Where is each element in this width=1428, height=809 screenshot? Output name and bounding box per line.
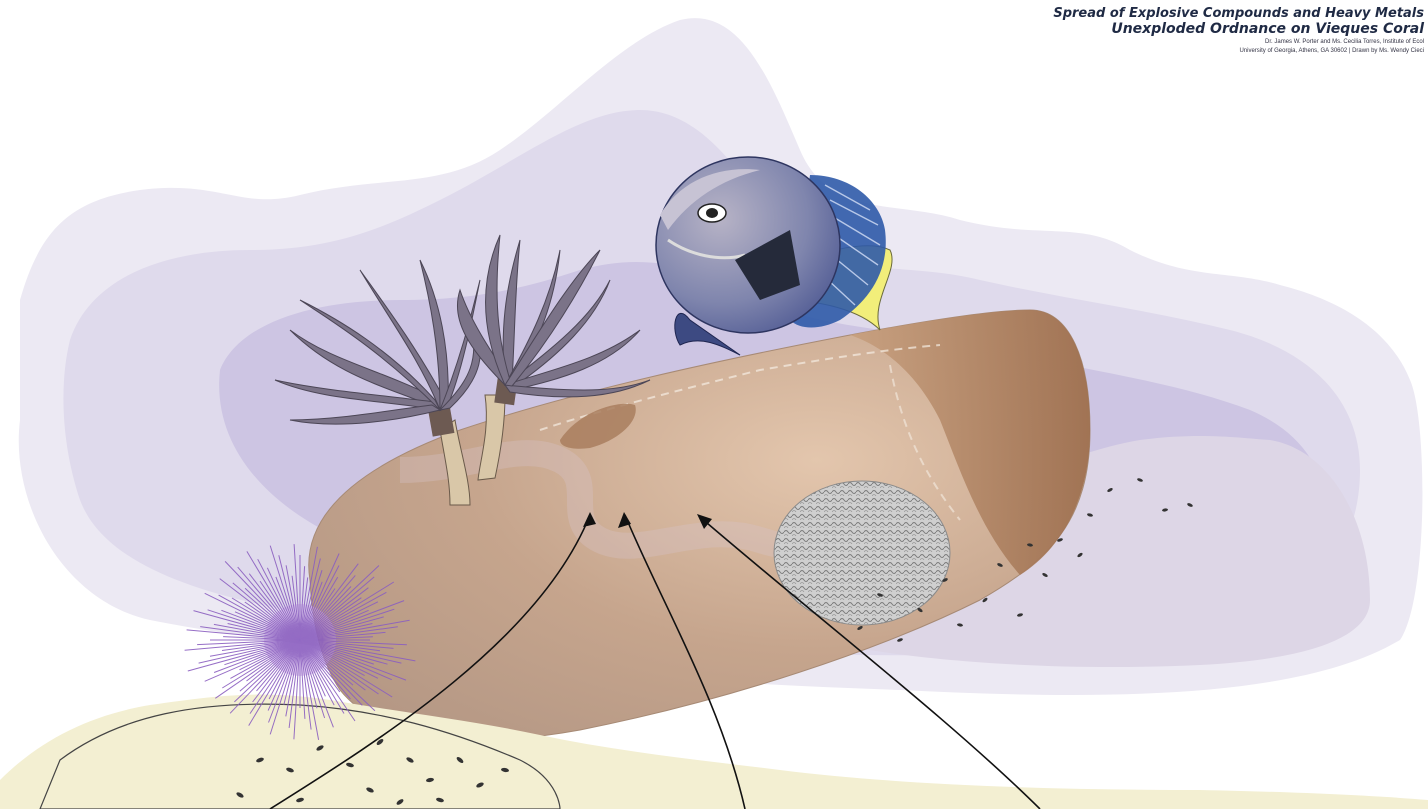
figure-subtitle: Unexploded Ordnance on Vieques Coral	[964, 21, 1424, 38]
figure-title: Spread of Explosive Compounds and Heavy …	[964, 6, 1424, 21]
affiliation-credit: University of Georgia, Athens, GA 30602 …	[964, 47, 1424, 56]
encrusting-coral	[774, 481, 950, 625]
title-block: Spread of Explosive Compounds and Heavy …	[964, 6, 1424, 56]
author-credit: Dr. James W. Porter and Ms. Cecilia Torr…	[964, 38, 1424, 47]
